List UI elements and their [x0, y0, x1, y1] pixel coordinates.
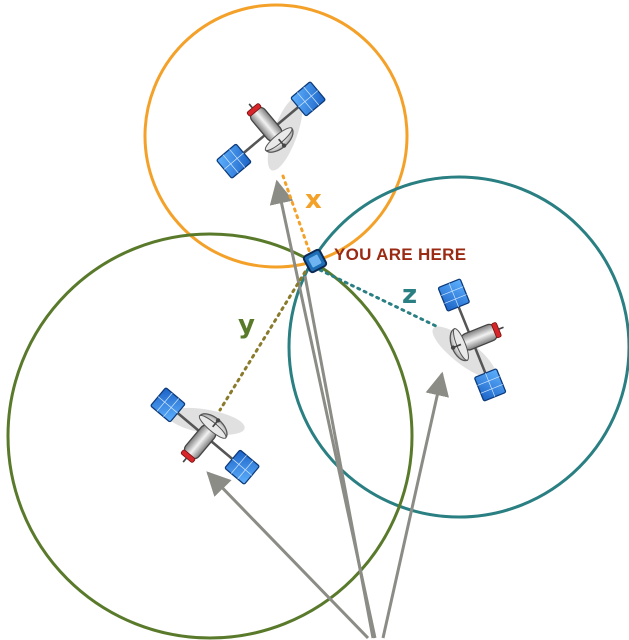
signal-line-to-receiver	[303, 275, 375, 639]
distance-y-label: y	[238, 310, 255, 340]
distance-x-label: x	[305, 185, 322, 215]
distance-line-y	[218, 270, 307, 412]
distance-line-x	[281, 174, 313, 258]
orange-range-circle	[143, 3, 409, 269]
distance-z-label: z	[402, 280, 417, 310]
teal-range-circle	[287, 175, 629, 519]
satellite-icon	[134, 363, 280, 503]
signal-arrow-to-right-satellite	[381, 371, 450, 639]
satellite-icon	[409, 269, 528, 414]
signal-arrow-to-left-satellite	[206, 471, 370, 640]
you-are-here-label: YOU ARE HERE	[334, 245, 466, 264]
distance-line-z	[318, 268, 440, 329]
satellite-icon	[200, 63, 346, 203]
gps-receiver-icon	[302, 248, 328, 274]
olive-range-circle	[6, 232, 414, 640]
